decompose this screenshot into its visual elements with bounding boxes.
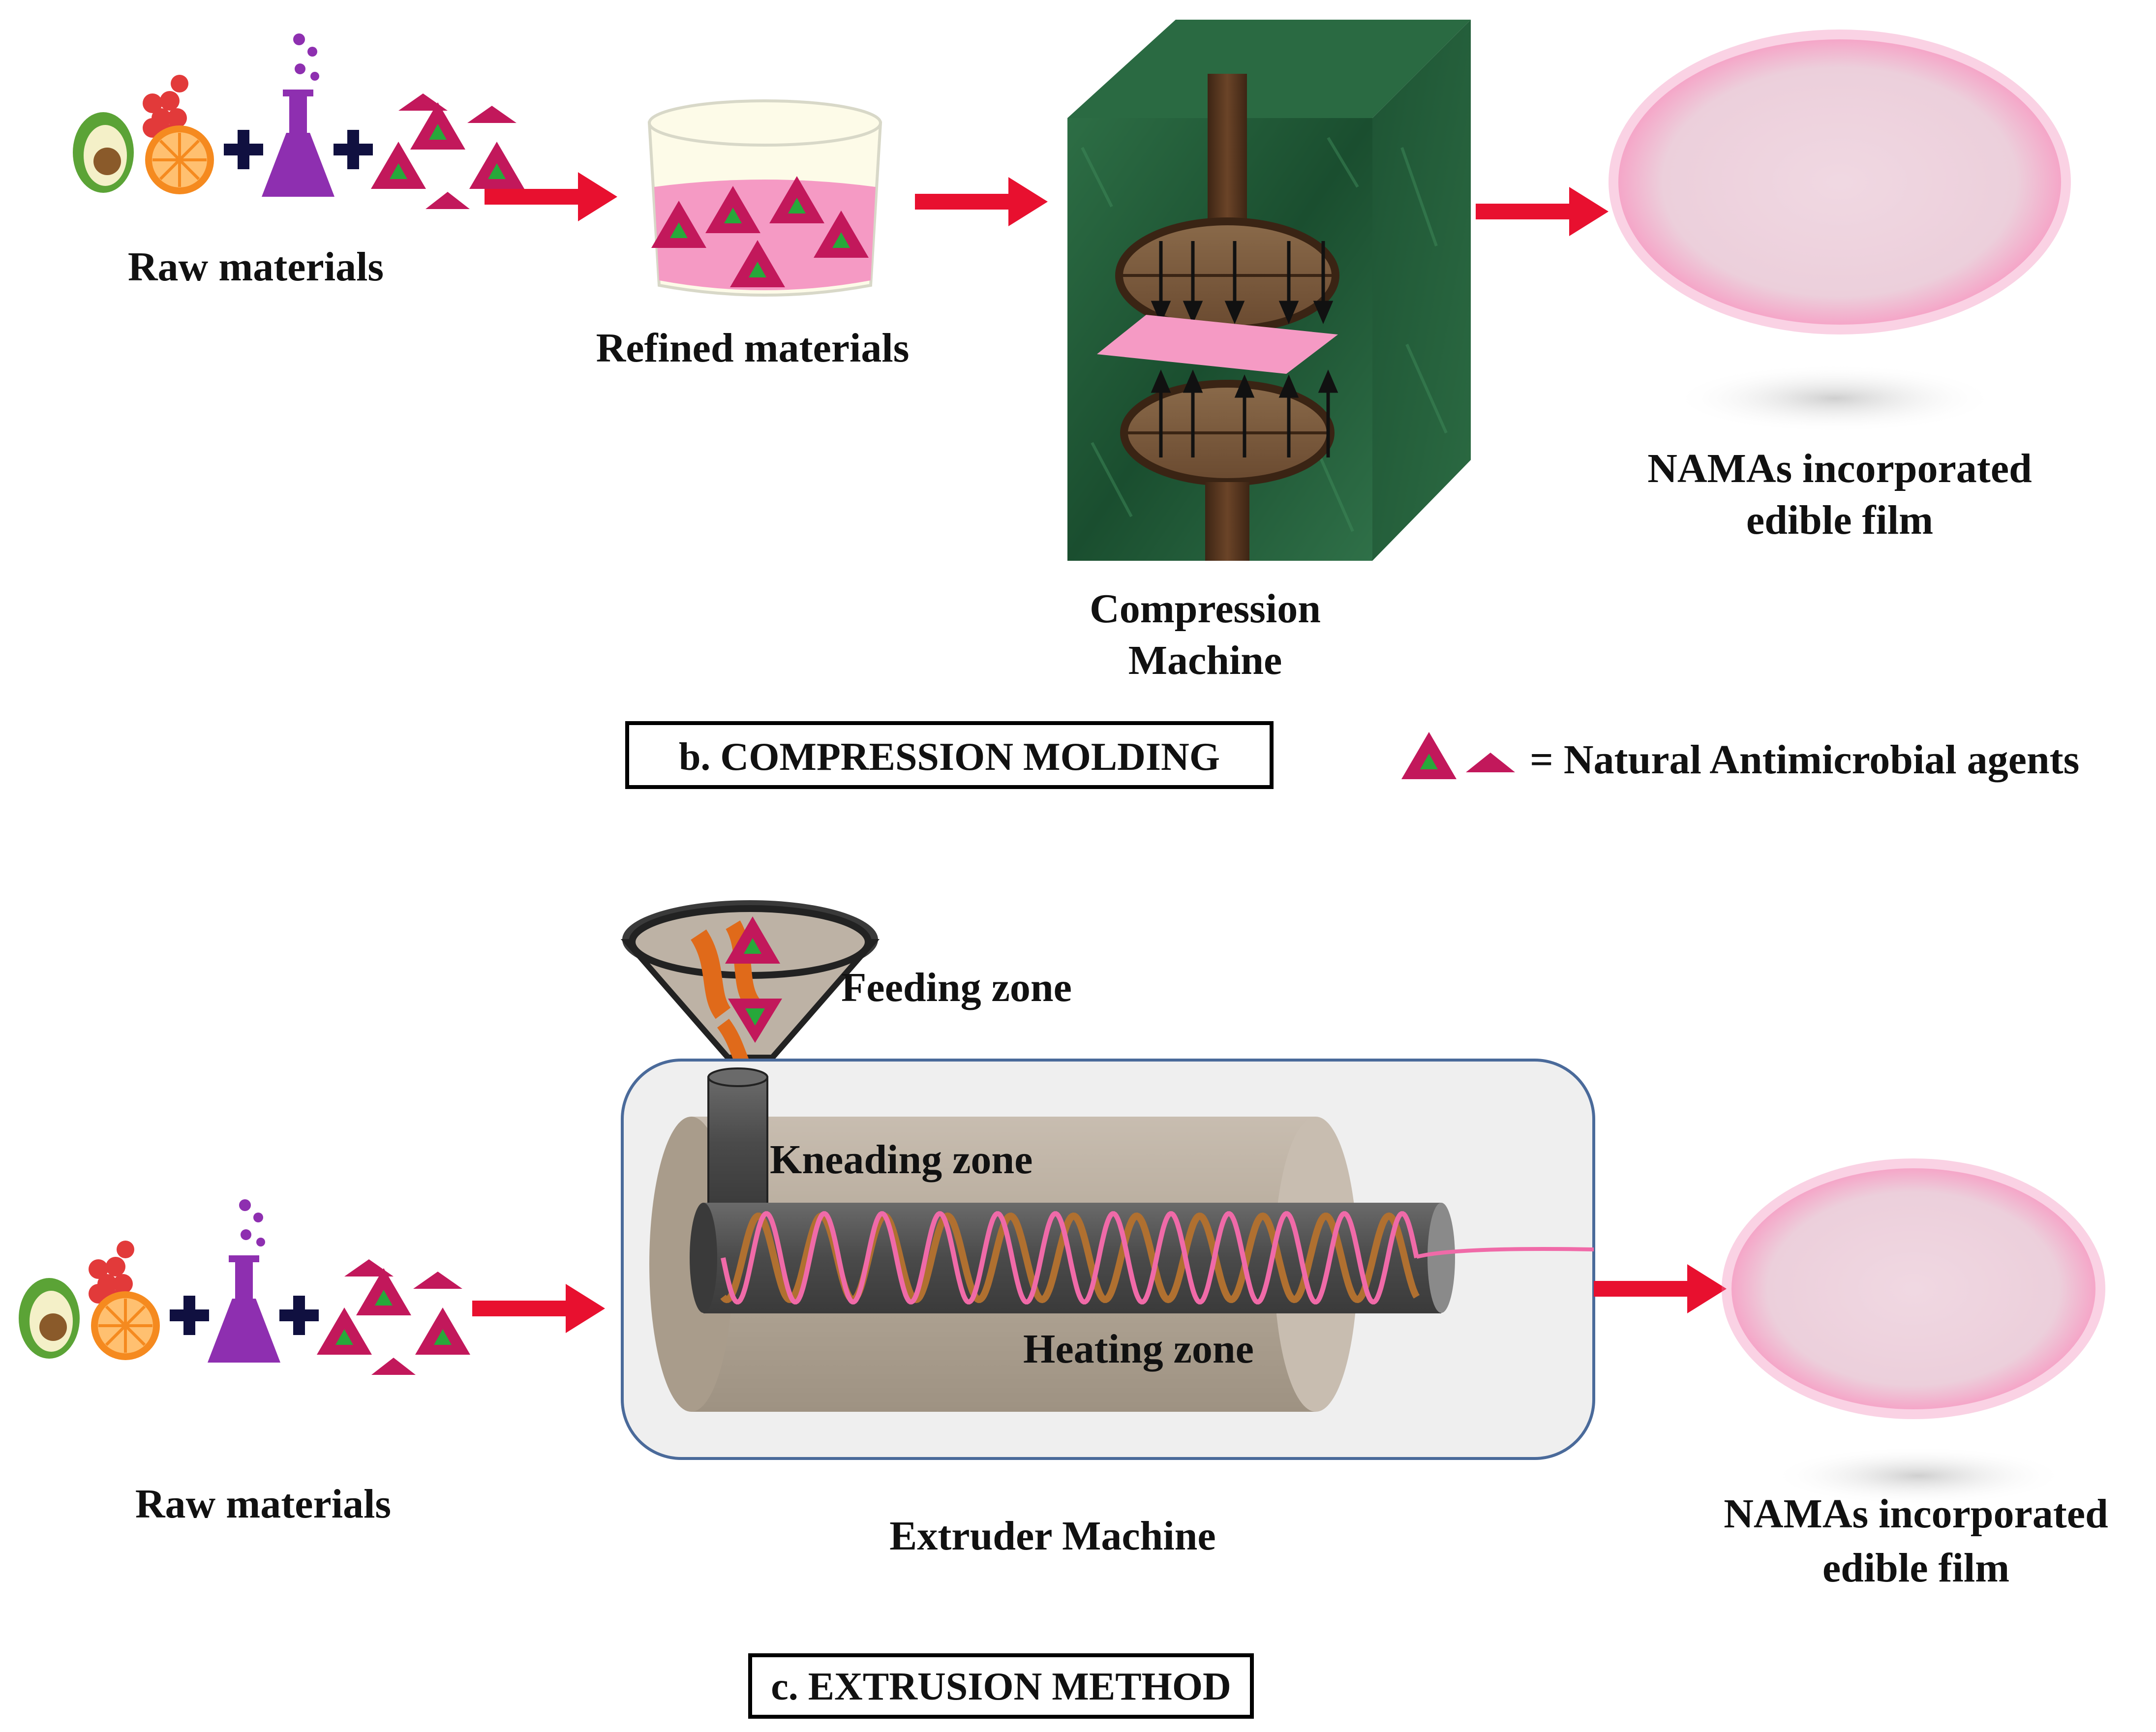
feed-neck	[707, 1076, 768, 1211]
right-arrow-icon	[1476, 187, 1609, 236]
feeding-zone-label: Feeding zone	[841, 965, 1072, 1010]
film-label-top-2: edible film	[1746, 497, 1933, 543]
kneading-zone-label: Kneading zone	[770, 1137, 1032, 1183]
compression-machine-label-1: Compression	[1090, 586, 1321, 632]
compression-section: Raw materials Refined materials	[73, 20, 2079, 789]
legend-text: = Natural Antimicrobial agents	[1530, 737, 2079, 783]
refined-materials-label: Refined materials	[596, 325, 910, 371]
raw-materials-label: Raw materials	[128, 244, 384, 290]
right-arrow-icon	[915, 177, 1048, 226]
right-arrow-icon	[472, 1284, 605, 1333]
refined-materials-bowl	[647, 99, 882, 297]
section-title-box-b	[625, 721, 1274, 789]
screw-pink	[721, 1211, 1419, 1305]
legend: = Natural Antimicrobial agents	[1401, 732, 2079, 783]
extrusion-section: Feeding zone Kneading zone Heating zone …	[19, 900, 2108, 1719]
heating-zone-label: Heating zone	[1023, 1326, 1254, 1372]
edible-film-top	[1609, 30, 2071, 433]
film-label-bottom-2: edible film	[1822, 1545, 2009, 1591]
right-arrow-icon	[1594, 1264, 1727, 1313]
film-label-top-1: NAMAs incorporated	[1647, 446, 2032, 491]
raw-materials-icons	[73, 33, 524, 209]
extruded-strand	[1416, 1247, 1594, 1259]
extruder-barrel	[690, 1203, 1594, 1313]
section-title-b: b. COMPRESSION MOLDING	[679, 735, 1220, 779]
compression-machine-label-2: Machine	[1128, 638, 1282, 683]
extruder-machine-label: Extruder Machine	[889, 1513, 1215, 1559]
section-title-box-c	[748, 1653, 1254, 1719]
section-title-c: c. EXTRUSION METHOD	[771, 1665, 1231, 1708]
compression-machine	[1067, 20, 1471, 561]
raw-materials-icons-bottom	[19, 1199, 470, 1375]
film-label-bottom-1: NAMAs incorporated	[1724, 1491, 2108, 1537]
edible-film-bottom	[1722, 1158, 2105, 1505]
raw-materials-label-bottom: Raw materials	[135, 1481, 391, 1527]
feeding-hopper	[620, 900, 880, 1077]
pink-film-sheet	[1097, 315, 1338, 374]
